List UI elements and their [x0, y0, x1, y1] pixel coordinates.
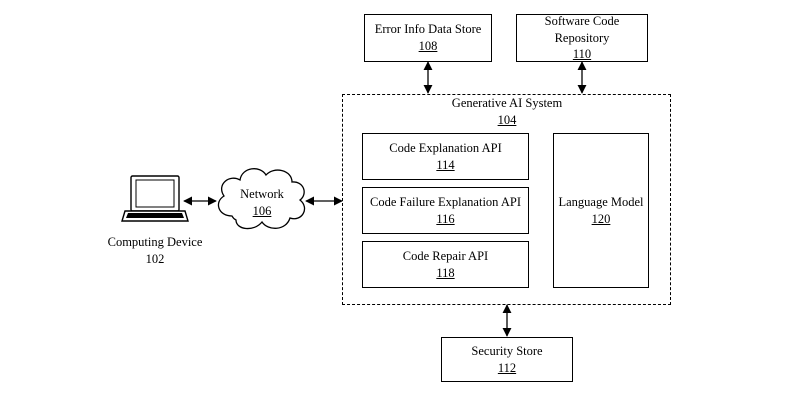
- computing-device-text: Computing Device 102: [96, 234, 214, 268]
- computing-device-ref: 102: [145, 251, 165, 266]
- network-label: Network: [240, 187, 284, 201]
- laptop-icon: [121, 175, 189, 222]
- language-model-label: Language Model: [558, 194, 644, 209]
- generative-ai-system-title: Generative AI System 104: [392, 95, 622, 129]
- code-repair-api-box: Code Repair API 118: [362, 241, 529, 288]
- code-explanation-api-box: Code Explanation API 114: [362, 133, 529, 180]
- network-text: Network 106: [222, 186, 302, 220]
- generative-ai-system-label: Generative AI System: [451, 96, 563, 110]
- code-explanation-api-label: Code Explanation API: [389, 140, 502, 155]
- security-store-label: Security Store: [471, 343, 543, 358]
- code-failure-explanation-api-box: Code Failure Explanation API 116: [362, 187, 529, 234]
- network-ref: 106: [252, 203, 272, 218]
- security-store-ref: 112: [497, 360, 517, 375]
- generative-ai-system-ref: 104: [497, 112, 517, 127]
- error-info-data-store-label: Error Info Data Store: [374, 22, 482, 37]
- software-code-repository-ref: 110: [572, 47, 592, 62]
- code-explanation-api-ref: 114: [436, 157, 455, 172]
- cloud-icon: [217, 168, 306, 230]
- code-failure-explanation-api-label: Code Failure Explanation API: [369, 194, 522, 209]
- security-store-box: Security Store 112: [441, 337, 573, 382]
- software-code-repository-box: Software Code Repository 110: [516, 14, 648, 62]
- code-failure-explanation-api-ref: 116: [436, 211, 455, 226]
- language-model-ref: 120: [591, 211, 611, 226]
- software-code-repository-label: Software Code Repository: [544, 13, 620, 45]
- code-repair-api-ref: 118: [436, 265, 455, 280]
- error-info-data-store-box: Error Info Data Store 108: [364, 14, 492, 62]
- generative-ai-system-container: [342, 94, 671, 305]
- computing-device-label: Computing Device: [107, 235, 203, 249]
- code-repair-api-label: Code Repair API: [402, 248, 489, 263]
- error-info-data-store-ref: 108: [418, 39, 438, 53]
- language-model-box: Language Model 120: [553, 133, 649, 288]
